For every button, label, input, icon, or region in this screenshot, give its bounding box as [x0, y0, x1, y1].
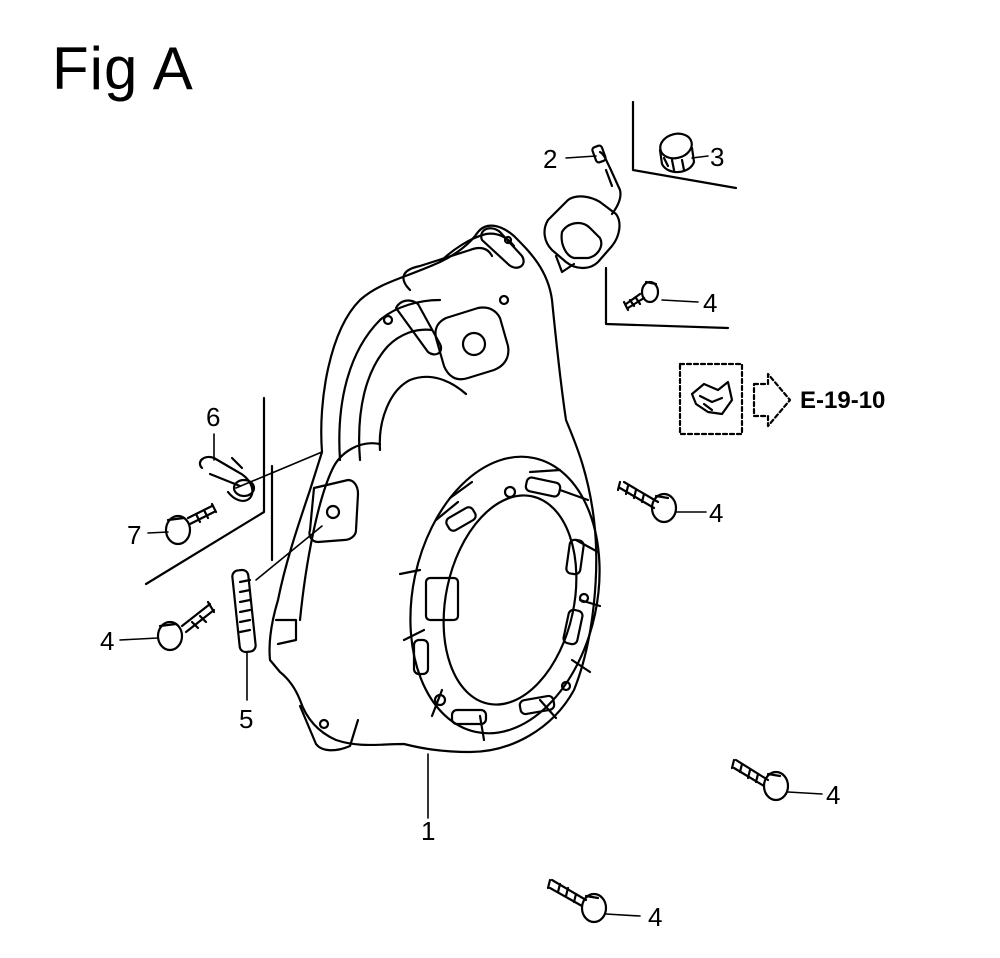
- bracket-part-4-upper: [604, 266, 730, 330]
- bolt-lower-right: [730, 758, 790, 802]
- reference-box: [678, 362, 792, 436]
- bracket-part-6-7: [144, 396, 266, 586]
- callout-5: 5: [239, 704, 253, 734]
- bolt-right: [616, 480, 678, 524]
- part-7-bolt: [164, 502, 218, 546]
- bracket-part-3: [631, 100, 738, 190]
- part-5-plate: [231, 568, 257, 654]
- callout-7: 7: [127, 520, 141, 550]
- fan-cover-shroud: [268, 224, 602, 754]
- part-6-clip: [198, 455, 256, 502]
- callout-4-lower-right: 4: [826, 780, 840, 810]
- callout-4-upper: 4: [703, 288, 717, 318]
- figure-title: Fig A: [52, 35, 194, 102]
- leader-lines: [119, 155, 823, 917]
- callout-1: 1: [421, 816, 435, 846]
- callout-2: 2: [543, 144, 557, 174]
- callout-4-right: 4: [709, 498, 723, 528]
- callout-3: 3: [710, 142, 724, 172]
- bolt-upper: [622, 280, 660, 312]
- callout-4-bottom: 4: [648, 902, 662, 932]
- bolt-left: [156, 600, 216, 652]
- part-3-cap: [658, 132, 696, 174]
- callout-6: 6: [206, 402, 220, 432]
- bolt-bottom: [546, 878, 608, 924]
- reference-label: E-19-10: [800, 387, 885, 414]
- callout-4-left: 4: [100, 626, 114, 656]
